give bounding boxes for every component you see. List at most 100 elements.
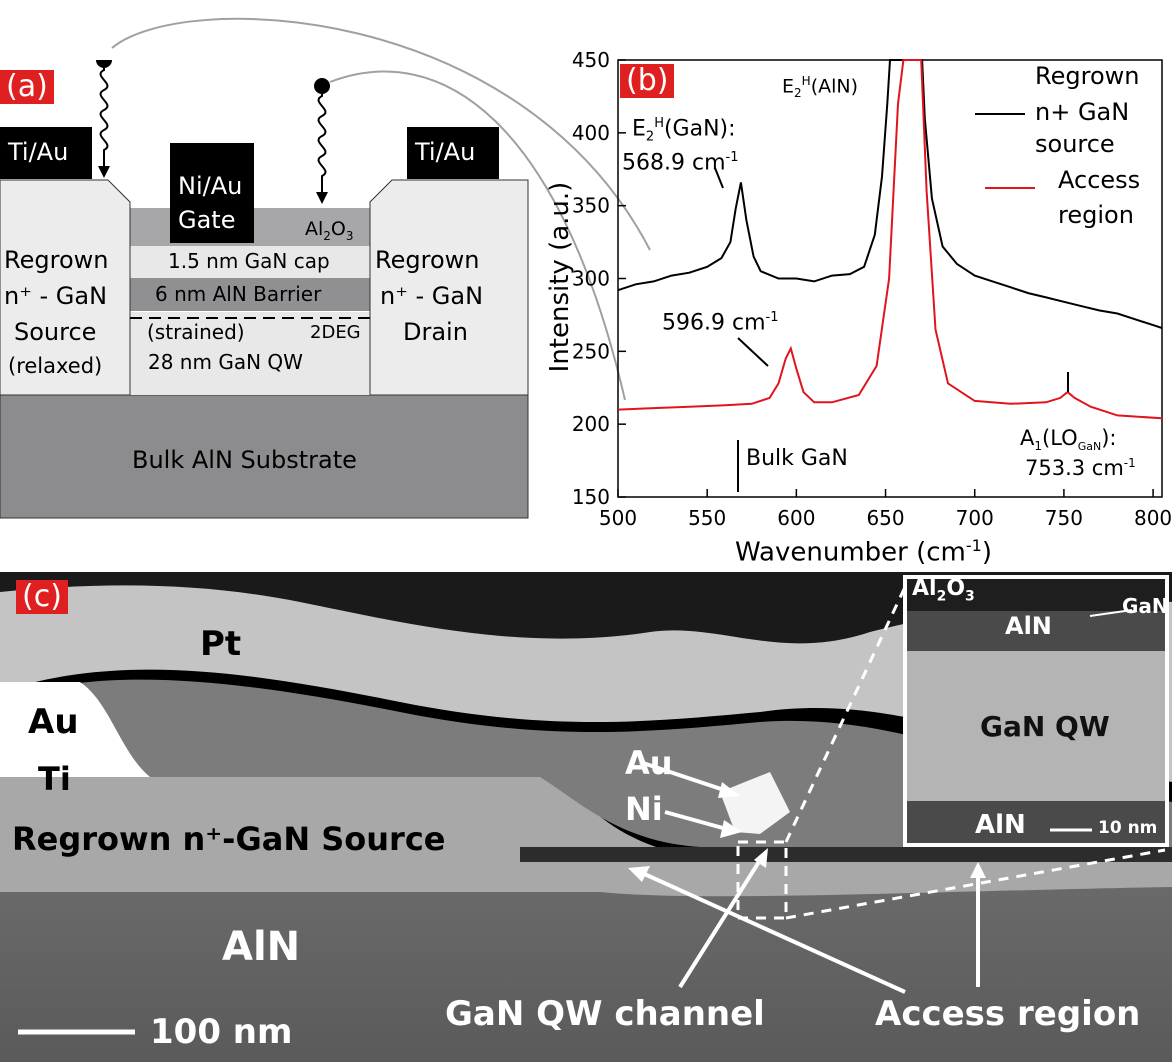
au-ti-contact (0, 682, 150, 777)
gate-label-line1: Ni/Au (178, 172, 243, 200)
annotation-5689: 568.9 cm-1 (622, 150, 738, 175)
inset-sub3: 3 (965, 588, 975, 605)
y-tick-label: 450 (572, 48, 610, 72)
e2h-aln-e: E (782, 75, 795, 98)
au-gate-label: Au (625, 744, 673, 782)
au-left-label: Au (28, 702, 79, 742)
ti-left-label: Ti (38, 760, 71, 798)
inset-qw-label: GaN QW (980, 710, 1110, 743)
panel-c-tem-image: (c) Pt Au Ti Regrown n⁺-GaN Source AlN A… (0, 572, 1172, 1062)
regrown-source-region (0, 772, 1172, 897)
pt-label: Pt (200, 624, 242, 664)
drain-contact-label: Ti/Au (415, 138, 476, 166)
annotation-7533: 753.3 cm-1 (1025, 456, 1136, 480)
e2h-aln-sub: 2 (794, 86, 802, 101)
x-tick-label: 600 (777, 506, 815, 530)
aln-label: AlN (222, 924, 301, 970)
source-label-2: n⁺ - GaN (4, 282, 108, 310)
arrow-5969 (737, 337, 769, 367)
inset-aln-bottom-label: AlN (975, 810, 1026, 840)
ann-5969-val: 596.9 cm (662, 310, 766, 336)
a1-sub2: GaN (1077, 440, 1102, 454)
inset-o: O (946, 576, 966, 601)
legend-black-2: n+ GaN (1035, 98, 1130, 126)
e2h-gan-sub: 2 (645, 129, 655, 145)
x-tick-label: 650 (866, 506, 904, 530)
al2o3-sub2: 2 (323, 228, 331, 243)
legend-black-3: source (1035, 130, 1115, 158)
ann-5969-sup: -1 (765, 310, 779, 325)
e2h-gan-e: E (632, 116, 646, 142)
y-tick-label: 150 (572, 485, 610, 509)
x-axis-label-sup: -1 (965, 536, 982, 555)
device-cross-section (0, 60, 529, 519)
e2h-aln-rest: (AlN) (810, 75, 859, 98)
inset-al: Al (912, 576, 937, 601)
ann-7533-val: 753.3 cm (1025, 456, 1124, 480)
legend-black-1: Regrown (1035, 62, 1140, 90)
annotation-5969: 596.9 cm-1 (662, 310, 778, 335)
inset-aln-top-label: AlN (1005, 612, 1052, 640)
access-region-label: Access region (875, 994, 1141, 1034)
gate-metal (720, 772, 790, 834)
ann-5689-val: 568.9 cm (622, 150, 726, 176)
a1-rest: (LO (1042, 426, 1078, 450)
y-tick-label: 400 (572, 121, 610, 145)
panel-a-tag: (a) (0, 70, 54, 104)
source-label-4: (relaxed) (8, 354, 103, 378)
x-tick-label: 500 (599, 506, 637, 530)
e2h-gan-rest: (GaN): (663, 116, 736, 142)
x-tick-label: 550 (688, 506, 726, 530)
source-label: Regrown n⁺-GaN Source (12, 820, 446, 858)
annotation-bulk-gan: Bulk GaN (746, 446, 848, 471)
annotation-e2h-gan: E2H(GaN): (632, 116, 736, 145)
ann-5689-sup: -1 (725, 150, 739, 165)
inset-sub2: 2 (936, 588, 947, 605)
x-tick-label: 700 (956, 506, 994, 530)
scale-bar-label: 100 nm (150, 1012, 293, 1052)
y-tick-label: 250 (572, 339, 610, 363)
panel-b-tag: (b) (620, 64, 675, 98)
qw-label: 28 nm GaN QW (148, 350, 303, 374)
pt-region (0, 585, 1172, 782)
substrate-label: Bulk AlN Substrate (132, 446, 357, 474)
al2o3-o: O (330, 218, 346, 240)
x-tick-label: 800 (1134, 506, 1172, 530)
y-tick-label: 200 (572, 412, 610, 436)
al2o3-label: Al2O3 (305, 218, 354, 243)
source-contact-label: Ti/Au (8, 138, 69, 166)
x-tick-label: 750 (1045, 506, 1083, 530)
annotation-e2h-aln: E2H(AlN) (782, 74, 858, 100)
panel-a-device-schematic: (a) Ti/Au Ti/Au Ni/Au Gate Al2O3 1.5 nm … (0, 60, 530, 520)
arrow-e2h-gan (714, 167, 724, 189)
strained-label: (strained) (147, 320, 245, 344)
drain-label-3: Drain (403, 318, 468, 346)
gate-label-line2: Gate (178, 206, 236, 234)
twodeg-label: 2DEG (310, 322, 361, 343)
e2h-gan-sup: H (654, 116, 664, 131)
series-line-regrown-source (617, 59, 1163, 329)
legend-red-1: Access (1058, 166, 1141, 194)
x-axis-label: Wavenumber (cm-1) (735, 536, 992, 568)
connector-lines (111, 17, 651, 401)
a1-end: ): (1101, 426, 1117, 450)
source-label-1: Regrown (4, 246, 109, 274)
barrier-label: 6 nm AlN Barrier (155, 282, 322, 306)
panel-c-tag: (c) (16, 580, 68, 614)
ni-gate-label: Ni (625, 790, 663, 828)
qw-channel-label: GaN QW channel (445, 994, 765, 1034)
legend-red-2: region (1058, 201, 1134, 229)
a1-a: A (1020, 426, 1035, 450)
y-tick-label: 350 (572, 194, 610, 218)
al2o3-sub3: 3 (345, 228, 354, 243)
inset-gan-label: GaN (1122, 594, 1169, 618)
x-axis-label-main: Wavenumber (cm (735, 537, 966, 568)
drain-label-1: Regrown (375, 246, 480, 274)
annotation-a1: A1(LOGaN): (1020, 426, 1116, 453)
ann-7533-sup: -1 (1123, 456, 1136, 470)
x-axis-label-end: ) (981, 537, 992, 568)
al2o3-al: Al (305, 218, 324, 240)
cap-label: 1.5 nm GaN cap (168, 249, 330, 273)
